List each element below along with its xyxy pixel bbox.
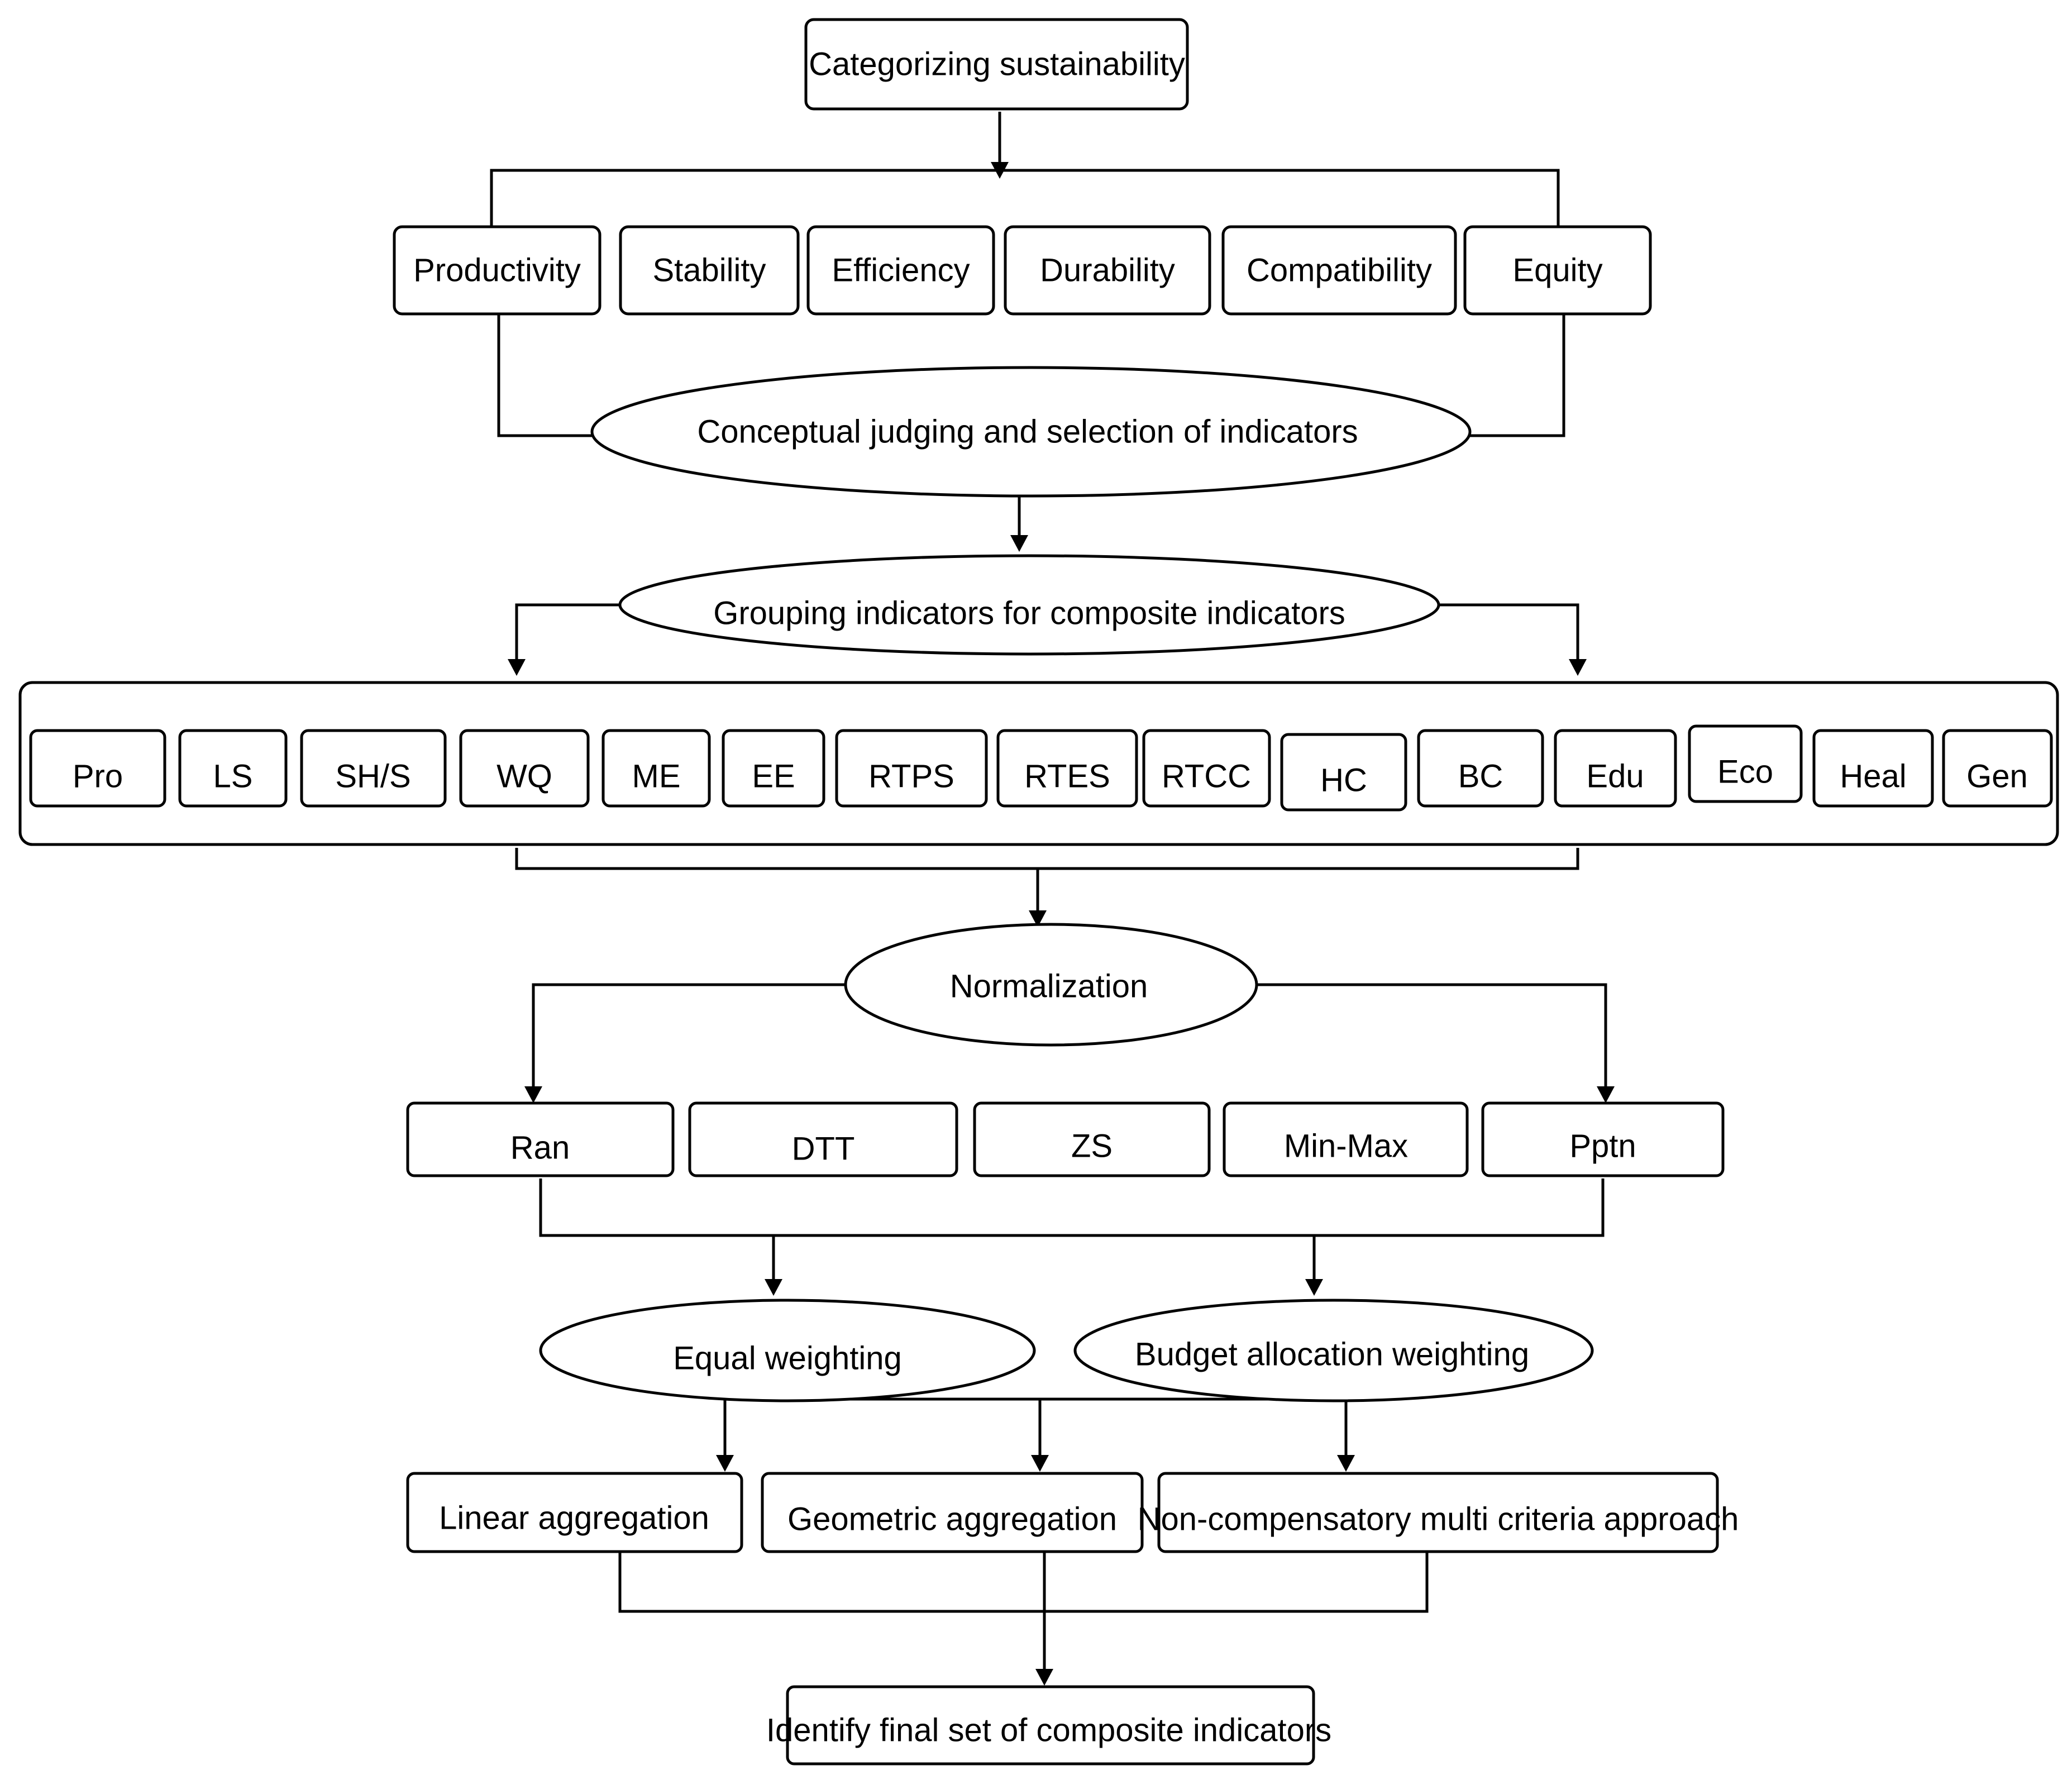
grouping-label: Grouping indicators for composite indica… bbox=[713, 595, 1345, 632]
indicator-box-rtcc: RTCC bbox=[1142, 729, 1271, 808]
selection-label: Conceptual judging and selection of indi… bbox=[697, 414, 1358, 450]
indicator-box-gen: Gen bbox=[1942, 729, 2053, 808]
indicator-box-wq: WQ bbox=[459, 729, 590, 808]
aggregation-box-non-compensatory: Non-compensatory multi criteria approach bbox=[1138, 1472, 1739, 1553]
method-box-min-max: Min-Max bbox=[1223, 1101, 1469, 1177]
indicator-box-rtps: RTPS bbox=[835, 729, 988, 808]
indicator-label: HC bbox=[1320, 762, 1367, 799]
indicator-box-shs: SH/S bbox=[300, 729, 447, 808]
categorizing-node: Categorizing sustainability bbox=[804, 18, 1189, 111]
indicator-label: RTES bbox=[1024, 758, 1110, 795]
indicator-box-edu: Edu bbox=[1554, 729, 1677, 808]
aggregation-label: Linear aggregation bbox=[439, 1500, 709, 1537]
criteria-box-compatibility: Compatibility bbox=[1221, 225, 1457, 316]
selection-ellipse: Conceptual judging and selection of indi… bbox=[590, 366, 1472, 498]
method-box-pptn: Pptn bbox=[1481, 1101, 1725, 1177]
aggregation-label: Non-compensatory multi criteria approach bbox=[1138, 1501, 1739, 1538]
indicator-box-me: ME bbox=[601, 729, 711, 808]
indicator-box-heal: Heal bbox=[1812, 729, 1934, 808]
final-label: Identify final set of composite indicato… bbox=[766, 1712, 1331, 1749]
indicator-label: BC bbox=[1458, 758, 1503, 795]
method-label: Pptn bbox=[1569, 1128, 1636, 1165]
indicator-box-eco: Eco bbox=[1688, 724, 1803, 803]
indicator-box-bc: BC bbox=[1417, 729, 1544, 808]
method-label: ZS bbox=[1071, 1128, 1113, 1165]
indicator-label: Heal bbox=[1840, 758, 1906, 795]
grouping-ellipse: Grouping indicators for composite indica… bbox=[618, 554, 1440, 656]
criteria-box-equity: Equity bbox=[1463, 225, 1652, 316]
indicator-label: LS bbox=[213, 758, 253, 795]
aggregation-row: Linear aggregation Geometric aggregation… bbox=[406, 1472, 1739, 1553]
method-box-ran: Ran bbox=[406, 1101, 675, 1177]
indicator-label: Gen bbox=[1966, 758, 2028, 795]
final-node: Identify final set of composite indicato… bbox=[766, 1685, 1331, 1766]
indicator-box-ls: LS bbox=[178, 729, 288, 808]
criteria-label: Productivity bbox=[413, 252, 581, 289]
criteria-box-efficiency: Efficiency bbox=[806, 225, 995, 316]
indicator-box-rtes: RTES bbox=[996, 729, 1138, 808]
categorizing-label: Categorizing sustainability bbox=[809, 46, 1185, 83]
criteria-label: Stability bbox=[652, 252, 766, 289]
indicator-label: SH/S bbox=[335, 758, 410, 795]
criteria-label: Equity bbox=[1512, 252, 1602, 289]
normalization-ellipse: Normalization bbox=[844, 923, 1258, 1047]
criteria-box-durability: Durability bbox=[1004, 225, 1211, 316]
criteria-label: Compatibility bbox=[1247, 252, 1432, 289]
connectors bbox=[490, 112, 1615, 1686]
indicator-box-hc: HC bbox=[1280, 733, 1407, 812]
normalization-label: Normalization bbox=[950, 968, 1148, 1005]
indicator-row: Pro LS SH/S WQ ME EE RTPS RTES bbox=[29, 724, 2053, 812]
method-label: Min-Max bbox=[1284, 1128, 1408, 1165]
method-label: Ran bbox=[510, 1130, 570, 1166]
weighting-ellipse-equal: Equal weighting bbox=[539, 1299, 1036, 1402]
indicator-label: Pro bbox=[73, 758, 123, 795]
indicator-box-ee: EE bbox=[722, 729, 825, 808]
weighting-ellipse-budget: Budget allocation weighting bbox=[1073, 1299, 1594, 1402]
aggregation-label: Geometric aggregation bbox=[787, 1501, 1117, 1538]
method-box-dtt: DTT bbox=[688, 1101, 958, 1177]
weighting-label: Equal weighting bbox=[673, 1340, 902, 1377]
criteria-label: Durability bbox=[1040, 252, 1175, 289]
indicator-label: WQ bbox=[496, 758, 552, 795]
weighting-label: Budget allocation weighting bbox=[1135, 1337, 1529, 1373]
criteria-label: Efficiency bbox=[832, 252, 970, 289]
indicator-label: EE bbox=[752, 758, 795, 795]
aggregation-box-geometric: Geometric aggregation bbox=[761, 1472, 1144, 1553]
indicator-label: Edu bbox=[1586, 758, 1644, 795]
criteria-row: Productivity Stability Efficiency Durabi… bbox=[393, 225, 1652, 316]
indicator-box-pro: Pro bbox=[29, 729, 166, 808]
method-box-zs: ZS bbox=[973, 1101, 1211, 1177]
indicator-label: Eco bbox=[1717, 754, 1773, 790]
criteria-box-stability: Stability bbox=[619, 225, 800, 316]
method-label: DTT bbox=[792, 1131, 855, 1167]
method-row: Ran DTT ZS Min-Max Pptn bbox=[406, 1101, 1725, 1177]
indicator-label: RTCC bbox=[1162, 758, 1251, 795]
criteria-box-productivity: Productivity bbox=[393, 225, 601, 316]
weighting-row: Equal weighting Budget allocation weight… bbox=[539, 1299, 1594, 1402]
indicator-label: ME bbox=[632, 758, 681, 795]
aggregation-box-linear: Linear aggregation bbox=[406, 1472, 743, 1553]
indicator-label: RTPS bbox=[868, 758, 954, 795]
